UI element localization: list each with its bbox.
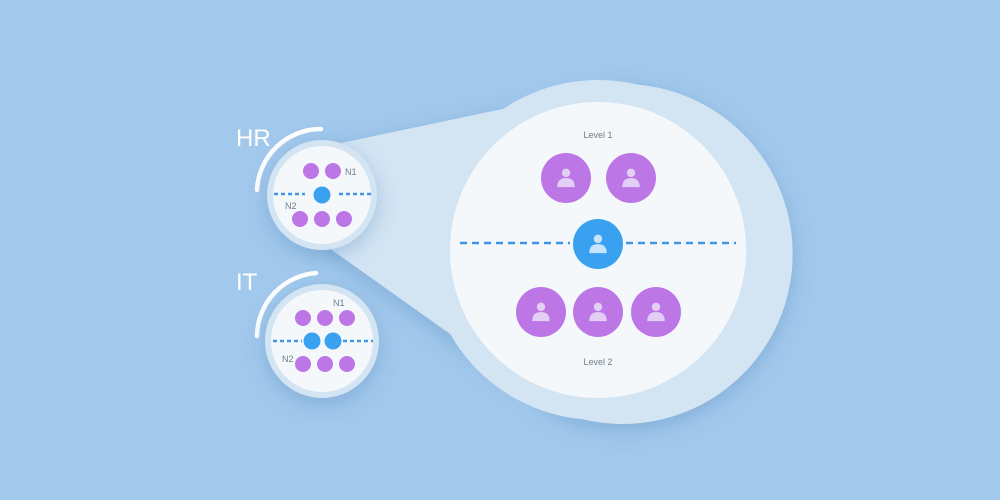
- member-dot: [292, 211, 308, 227]
- it-arc: [254, 270, 319, 339]
- it-label: IT: [236, 269, 258, 296]
- member-dot: [336, 211, 352, 227]
- member-dot: [295, 356, 311, 372]
- lead-dot: [324, 332, 342, 350]
- hr-label: HR: [236, 125, 271, 152]
- level-1-member: [606, 153, 656, 203]
- level-2-member: [631, 287, 681, 337]
- hr-n1-label: N1: [345, 167, 357, 177]
- level-1-label: Level 1: [583, 130, 612, 140]
- lead-dot: [303, 332, 321, 350]
- hr-n2-label: N2: [285, 201, 297, 211]
- member-dot: [295, 310, 311, 326]
- lead-member: [573, 219, 623, 269]
- department-hr: HR N1 N2: [236, 125, 377, 250]
- member-dot: [303, 163, 319, 179]
- member-dot: [314, 211, 330, 227]
- member-dot: [317, 310, 333, 326]
- it-n2-label: N2: [282, 354, 294, 364]
- level-2-member: [573, 287, 623, 337]
- lead-dot: [313, 186, 331, 204]
- member-dot: [325, 163, 341, 179]
- level-2-member: [516, 287, 566, 337]
- member-dot: [317, 356, 333, 372]
- it-n1-label: N1: [333, 298, 345, 308]
- department-it: IT N1 N2: [236, 269, 379, 398]
- member-dot: [339, 356, 355, 372]
- level-1-member: [541, 153, 591, 203]
- level-2-label: Level 2: [583, 357, 612, 367]
- member-dot: [339, 310, 355, 326]
- zoom-lens: Level 1 Level 2: [450, 102, 746, 398]
- hr-arc: [254, 126, 324, 193]
